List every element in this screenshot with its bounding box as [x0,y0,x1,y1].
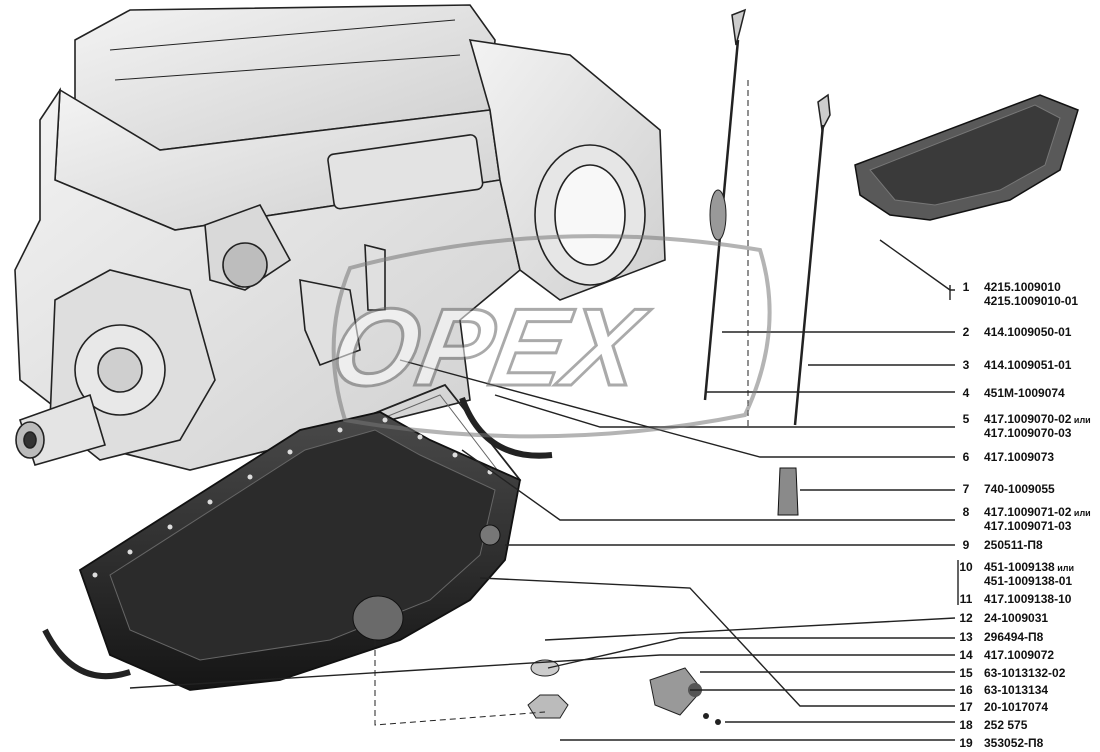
part-number: 17 [959,700,973,714]
part-code: 63-1013134 [984,683,1049,697]
part-code: 417.1009071-02 или [984,505,1091,519]
part-number: 14 [959,648,973,662]
part-code: 250511-П8 [984,538,1043,552]
part-code-alt: 417.1009071-03 [984,519,1072,533]
part-number: 13 [959,630,973,644]
dipstick-rod-long [793,93,831,426]
part-code: 4215.1009010 [984,280,1061,294]
dipstick-tube-long [703,8,747,401]
part-code-alt: 4215.1009010-01 [984,294,1079,308]
oil-pump-drive [222,242,268,288]
part-number: 12 [959,611,973,625]
part-code: 417.1009073 [984,450,1055,464]
part-code: 417.1009138-10 [984,592,1072,606]
part-code: 252 575 [984,718,1028,732]
part-code: 24-1009031 [984,611,1049,625]
part-number: 8 [962,505,970,519]
part-code: 63-1013132-02 [984,666,1066,680]
watermark-logo: OPEX [321,234,772,439]
manifold-port [327,134,484,210]
part-number: 16 [959,683,973,697]
leader-lines [129,239,959,741]
oil-pan-small-view [854,94,1079,221]
part-code-suffix: или [1071,415,1091,425]
part-code: 414.1009050-01 [984,325,1072,339]
part-number: 18 [959,718,973,732]
dipstick-grommet [777,467,799,516]
part-number: 6 [962,450,970,464]
oil-pan [78,411,522,691]
part-code: 414.1009051-01 [984,358,1072,372]
part-code: 451-1009138 или [984,560,1075,574]
part-code-alt: 451-1009138-01 [984,574,1073,588]
drain-plug [527,694,569,719]
part-number: 15 [959,666,973,680]
part-code-suffix: или [1054,563,1075,573]
part-number: 5 [962,412,970,426]
part-number: 10 [959,560,973,574]
front-seal [42,628,131,680]
part-code: 740-1009055 [984,482,1055,496]
watermark-text: OPEX [323,287,656,409]
part-number: 1 [962,280,970,294]
part-code: 20-1017074 [984,700,1049,714]
rear-seal [459,396,553,459]
part-number: 7 [962,482,970,496]
part-number: 11 [959,592,973,606]
part-code: 417.1009072 [984,648,1055,662]
part-code-suffix: или [1071,508,1091,518]
part-code: 296494-П8 [984,630,1044,644]
part-number: 4 [962,386,970,400]
drain-washer [530,659,560,677]
part-number: 2 [962,325,970,339]
part-code: 353052-П8 [984,736,1044,750]
part-code: 417.1009070-02 или [984,412,1091,426]
part-number: 19 [959,736,973,750]
oil-sensor-plate [649,667,703,716]
part-code-alt: 417.1009070-03 [984,426,1072,440]
part-number: 3 [962,358,970,372]
part-number: 9 [962,538,970,552]
engine-block [14,4,666,471]
part-code: 451М-1009074 [984,386,1065,400]
drain-boss [352,595,404,641]
